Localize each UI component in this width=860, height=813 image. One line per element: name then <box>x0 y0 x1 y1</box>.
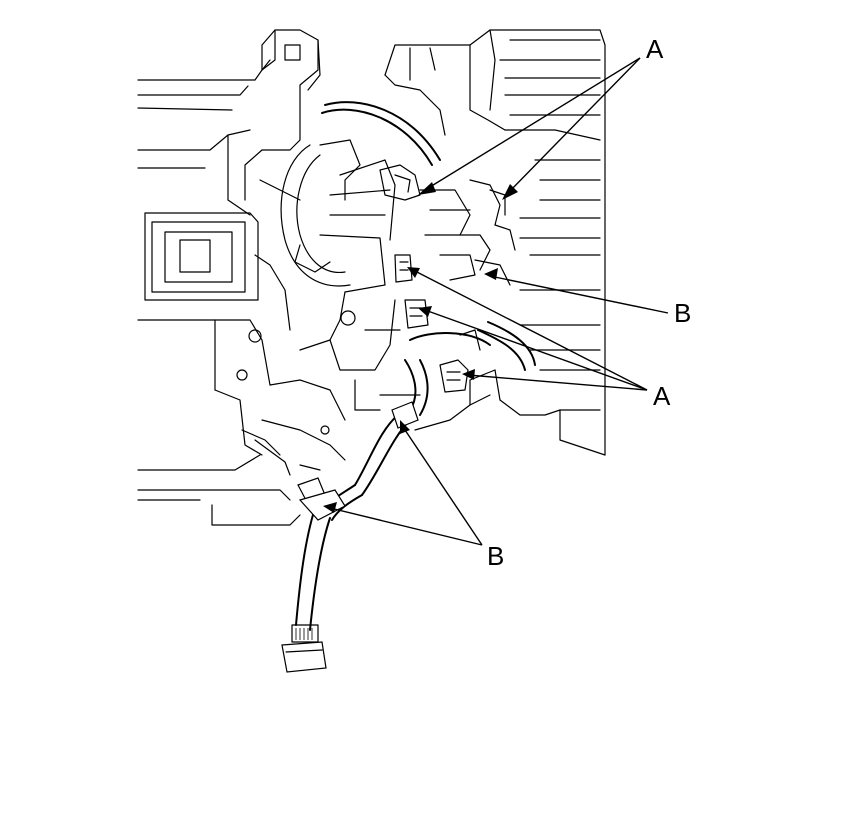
wire-harness <box>295 101 536 631</box>
harness-clips <box>297 401 419 521</box>
left-housing <box>137 59 301 526</box>
center-connectors <box>379 164 516 393</box>
end-connector <box>281 624 327 673</box>
mode-motor <box>236 139 401 381</box>
leader-lines <box>323 57 669 546</box>
callout-b-bottom: B <box>487 541 504 571</box>
callout-a-top: A <box>646 34 664 64</box>
center-frame <box>214 179 501 476</box>
callout-b-right: B <box>674 298 691 328</box>
callout-a-right: A <box>653 381 671 411</box>
right-housing <box>384 29 606 456</box>
top-bracket <box>244 29 321 201</box>
